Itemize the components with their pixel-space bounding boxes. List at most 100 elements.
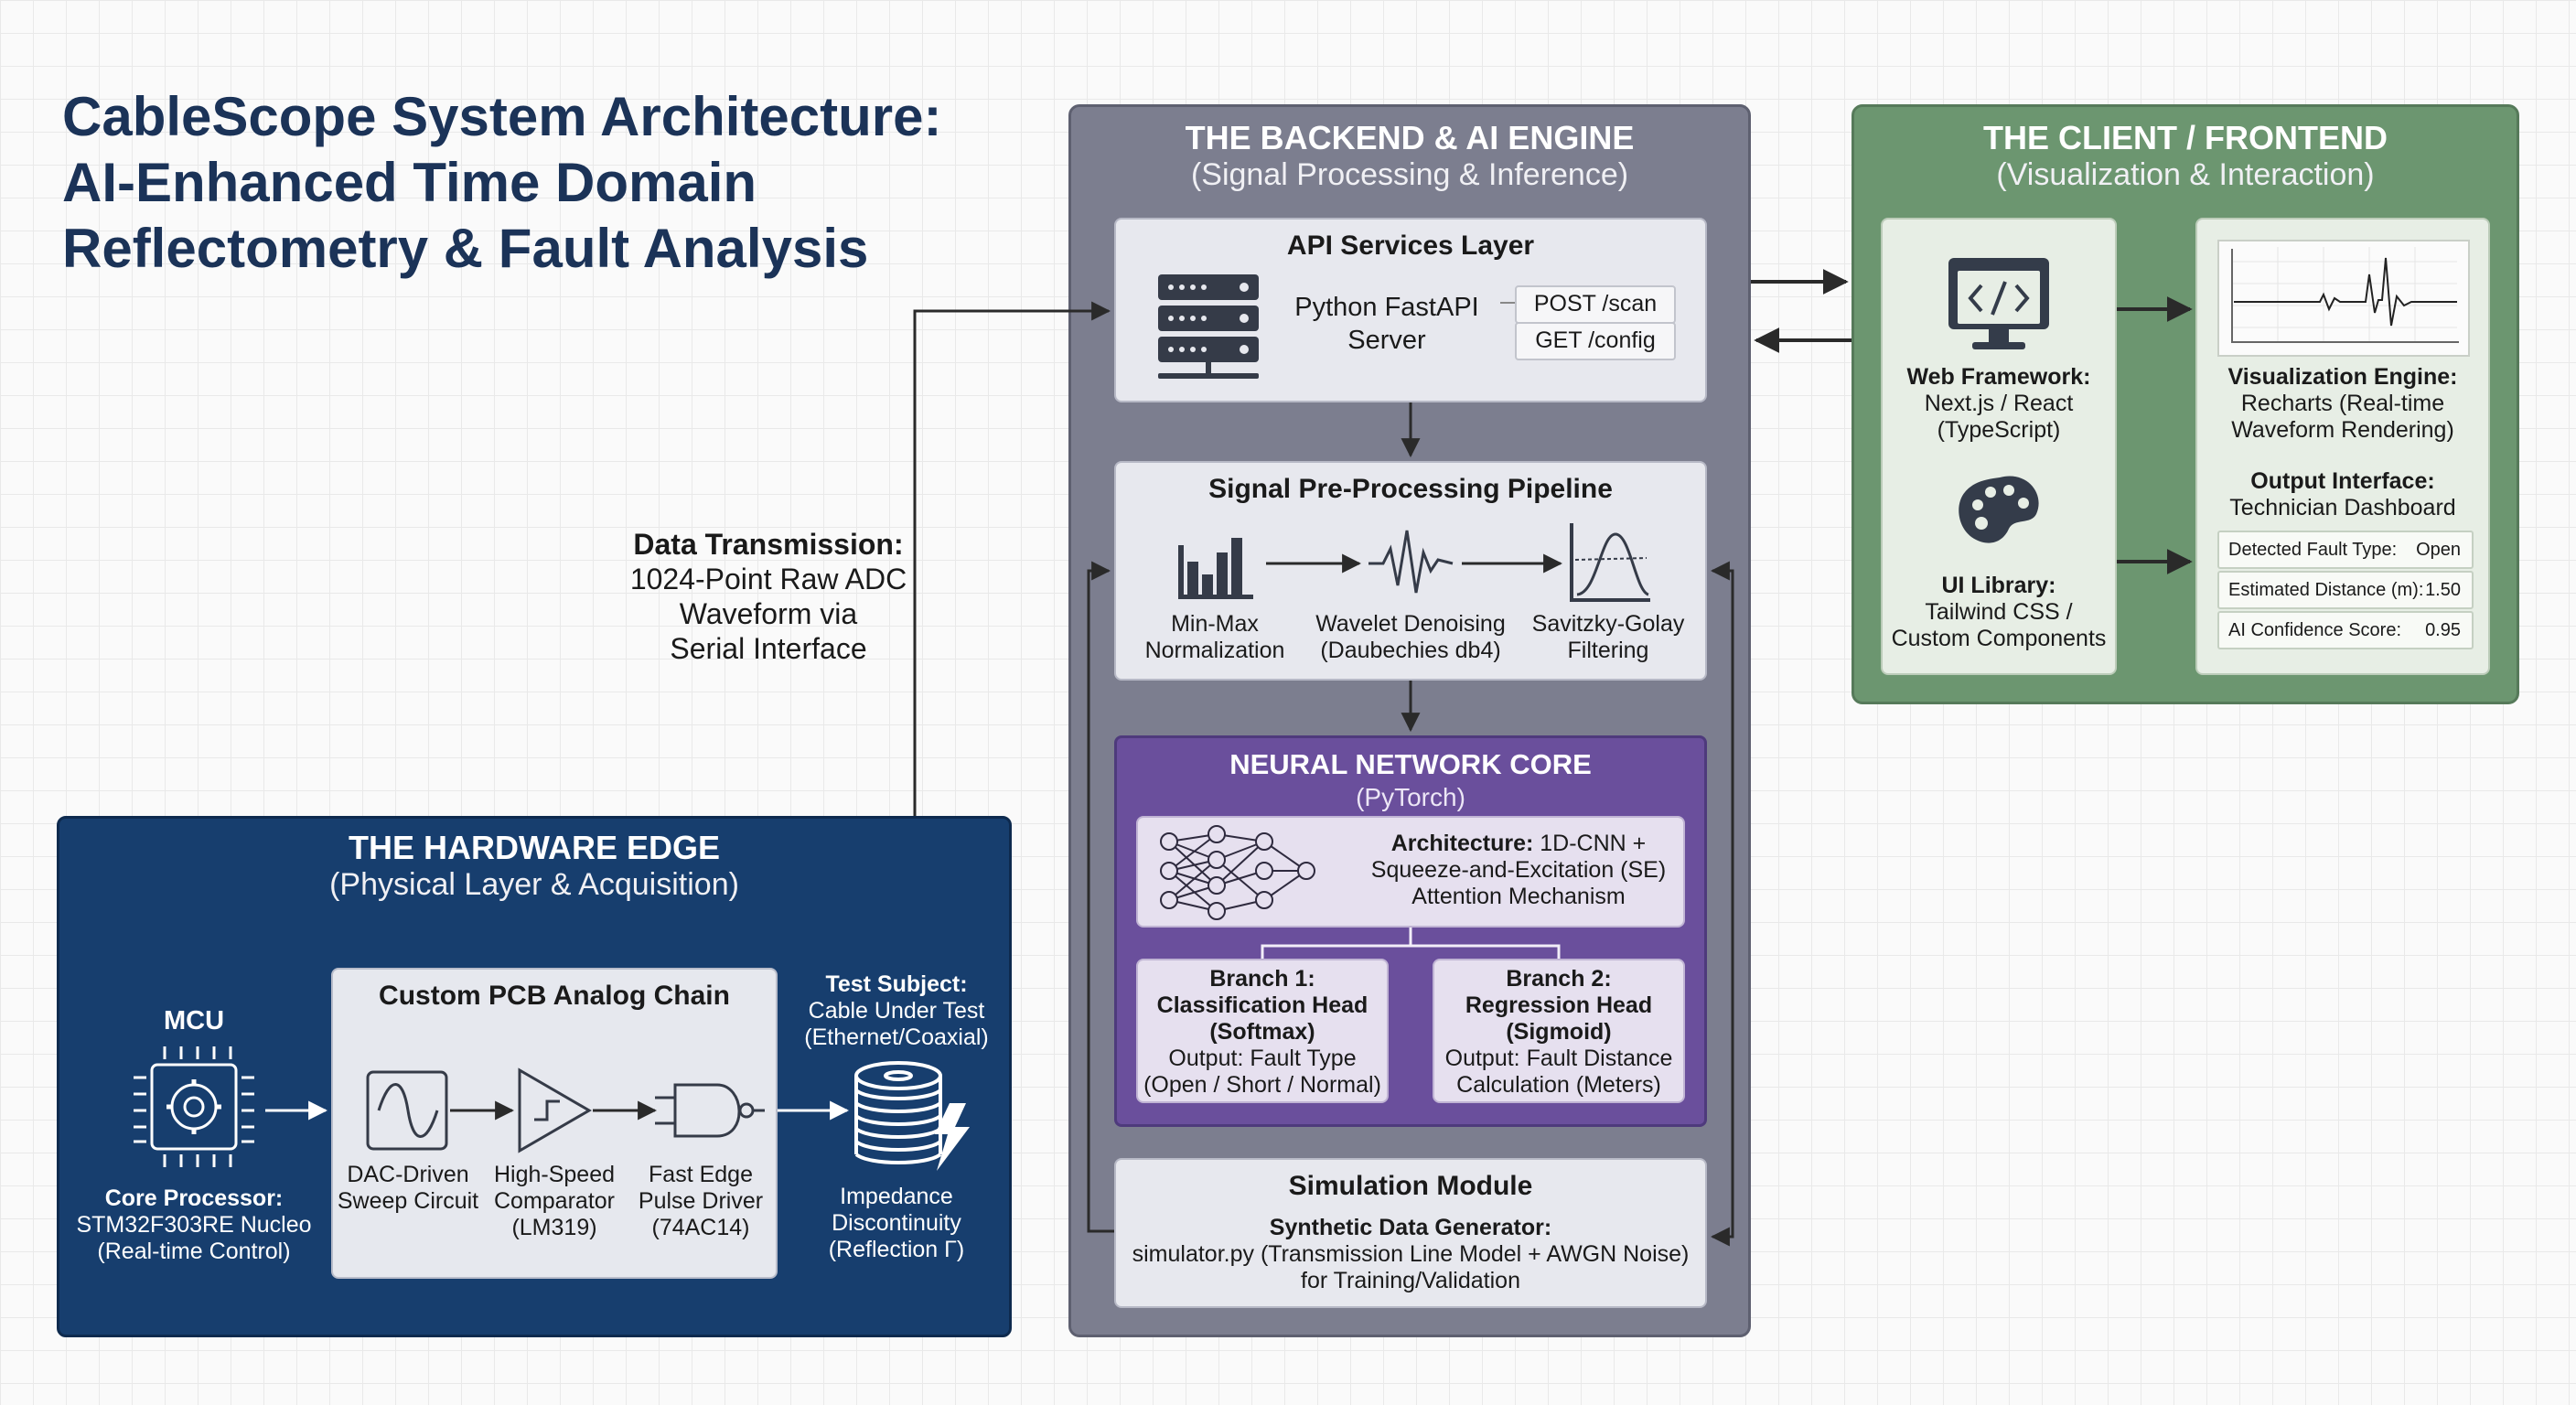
palette-icon <box>1959 476 2039 543</box>
endpoint-post-scan[interactable]: POST /scan <box>1515 285 1676 324</box>
ui-library-line-1: Tailwind CSS / <box>1925 599 2073 625</box>
test-subject-label: Test Subject: Cable Under Test (Ethernet… <box>787 971 1006 1051</box>
api-services-title: API Services Layer <box>1286 231 1535 261</box>
mcu-caption: Core Processor: STM32F303RE Nucleo (Real… <box>57 1185 331 1265</box>
web-framework-line-2: (TypeScript) <box>1937 417 2061 443</box>
smoothing-curve-icon <box>1570 523 1650 602</box>
architecture-heading: Architecture: <box>1390 831 1534 856</box>
dashboard-row-fault-type: Detected Fault Type: Open <box>2217 531 2474 569</box>
pipeline-step-savgol: Savitzky-Golay Filtering <box>1513 611 1703 664</box>
pipeline-step-savgol-line-2: Filtering <box>1567 638 1649 663</box>
client-subheading: (Visualization & Interaction) <box>1996 157 2375 192</box>
preprocessing-title: Signal Pre-Processing Pipeline <box>1208 474 1613 504</box>
test-subject-line-2: (Ethernet/Coaxial) <box>804 1024 989 1050</box>
dashboard-label: AI Confidence Score: <box>2228 620 2401 640</box>
architecture-model: 1D-CNN + <box>1540 831 1647 856</box>
branch-2-output: Output: Fault Distance <box>1444 1046 1673 1071</box>
page-title-line-1: CableScope System Architecture: <box>62 86 942 147</box>
output-interface-label: Output Interface: Technician Dashboard <box>2195 468 2490 521</box>
architecture-box <box>1136 816 1685 928</box>
custom-pcb-title: Custom PCB Analog Chain <box>379 981 730 1011</box>
simulation-right-loop <box>1710 561 1734 1247</box>
data-transmission-line-1: 1024-Point Raw ADC <box>629 563 907 595</box>
page-title-line-3: Reflectometry & Fault Analysis <box>62 218 869 279</box>
synthetic-data-heading: Synthetic Data Generator: <box>1269 1215 1552 1240</box>
dashboard-label: Estimated Distance (m): <box>2228 580 2424 600</box>
dashboard-value: 0.95 <box>2425 620 2461 640</box>
endpoint-get-config[interactable]: GET /config <box>1515 322 1676 360</box>
waveform-preview-plot <box>2231 247 2459 343</box>
backend-subheading: (Signal Processing & Inference) <box>1190 157 1629 192</box>
comparator-icon <box>518 1067 592 1153</box>
mcu-caption-heading: Core Processor: <box>104 1185 284 1211</box>
code-monitor-icon <box>1948 258 2049 349</box>
logic-gate-icon <box>655 1083 765 1138</box>
visualization-engine-heading: Visualization Engine: <box>2227 364 2458 390</box>
branch-2-calculation: Calculation (Meters) <box>1456 1072 1661 1098</box>
pipeline-step-wavelet-line-1: Wavelet Denoising <box>1315 611 1506 637</box>
comparator-label-line-1: High-Speed <box>493 1162 616 1187</box>
impedance-caption-line-1: Impedance <box>840 1184 953 1209</box>
sine-wave-icon <box>366 1070 448 1151</box>
data-transmission-line-3: Serial Interface <box>670 632 867 665</box>
dashboard-label: Detected Fault Type: <box>2228 540 2398 560</box>
backend-heading: THE BACKEND & AI ENGINE <box>1185 119 1635 156</box>
simulation-left-loop <box>1087 561 1114 1233</box>
preprocessing-box <box>1114 461 1707 681</box>
ui-library-heading: UI Library: <box>1941 573 2056 598</box>
test-subject-line-1: Cable Under Test <box>808 998 985 1024</box>
waveform-preview <box>2217 240 2470 357</box>
branch-1-text: Branch 1: Classification Head (Softmax) … <box>1136 966 1389 1099</box>
pipeline-step-savgol-line-1: Savitzky-Golay <box>1531 611 1685 637</box>
comparator-label-line-3: (LM319) <box>511 1215 597 1240</box>
page-title: CableScope System Architecture: AI-Enhan… <box>62 84 941 282</box>
data-transmission-label: Data Transmission: 1024-Point Raw ADC Wa… <box>595 527 942 666</box>
visualization-engine-label: Visualization Engine: Recharts (Real-tim… <box>2195 364 2490 444</box>
branch-2-title: Branch 2: <box>1506 966 1612 992</box>
branch-1-title: Branch 1: <box>1209 966 1315 992</box>
pipeline-step-normalization: Min-Max Normalization <box>1123 611 1306 664</box>
nn-core-heading: NEURAL NETWORK CORE <box>1229 748 1592 780</box>
comparator-label-line-2: Comparator <box>494 1188 615 1214</box>
dac-label: DAC-Driven Sweep Circuit <box>335 1162 481 1215</box>
page-title-line-2: AI-Enhanced Time Domain <box>62 152 757 213</box>
architecture-line-3: Attention Mechanism <box>1411 884 1626 909</box>
fastapi-server-line-2: Server <box>1347 326 1426 355</box>
neural-network-icon <box>1160 825 1315 920</box>
data-transmission-line-2: Waveform via <box>679 597 858 630</box>
cable-spool-icon <box>854 1061 942 1164</box>
dac-label-line-1: DAC-Driven <box>347 1162 469 1187</box>
branch-1-activation: (Softmax) <box>1209 1019 1315 1045</box>
dashboard-value: 1.50 <box>2425 580 2461 600</box>
bar-chart-icon <box>1178 538 1253 599</box>
visualization-engine-line-1: Recharts (Real-time <box>2240 391 2445 416</box>
web-framework-label: Web Framework: Next.js / React (TypeScri… <box>1881 364 2117 444</box>
mcu-label: MCU <box>163 1006 225 1035</box>
pipeline-step-wavelet: Wavelet Denoising (Daubechies db4) <box>1308 611 1513 664</box>
pulse-driver-label-line-3: (74AC14) <box>651 1215 750 1240</box>
dashboard-value: Open <box>2416 540 2461 560</box>
wavelet-icon <box>1368 530 1454 594</box>
dashboard-row-confidence: AI Confidence Score: 0.95 <box>2217 611 2474 649</box>
server-rack-icon <box>1158 274 1259 379</box>
branch-1-box <box>1136 959 1389 1103</box>
branch-2-box <box>1433 959 1685 1103</box>
impedance-caption-line-2: Discontinuity <box>832 1210 961 1236</box>
mcu-caption-line-1: STM32F303RE Nucleo <box>76 1212 312 1238</box>
branch-1-output: Output: Fault Type <box>1168 1046 1357 1071</box>
architecture-line-2: Squeeze-and-Excitation (SE) <box>1370 857 1667 883</box>
simulation-module-title: Simulation Module <box>1288 1171 1533 1201</box>
data-transmission-heading: Data Transmission: <box>633 528 904 561</box>
pulse-driver-label-line-1: Fast Edge <box>649 1162 753 1187</box>
data-transmission-connector <box>913 301 1111 816</box>
pipeline-step-normalization-line-2: Normalization <box>1144 638 1285 663</box>
simulation-module-box <box>1114 1158 1707 1308</box>
architecture-line-1: Architecture: 1D-CNN + <box>1359 831 1678 857</box>
web-framework-line-1: Next.js / React <box>1924 391 2074 416</box>
dac-label-line-2: Sweep Circuit <box>337 1188 479 1214</box>
simulator-line-1: simulator.py (Transmission Line Model + … <box>1132 1241 1690 1267</box>
visualization-engine-line-2: Waveform Rendering) <box>2231 417 2454 443</box>
branch-2-activation: (Sigmoid) <box>1506 1019 1612 1045</box>
simulator-line-2: for Training/Validation <box>1301 1268 1520 1293</box>
branch-2-text: Branch 2: Regression Head (Sigmoid) Outp… <box>1433 966 1685 1099</box>
